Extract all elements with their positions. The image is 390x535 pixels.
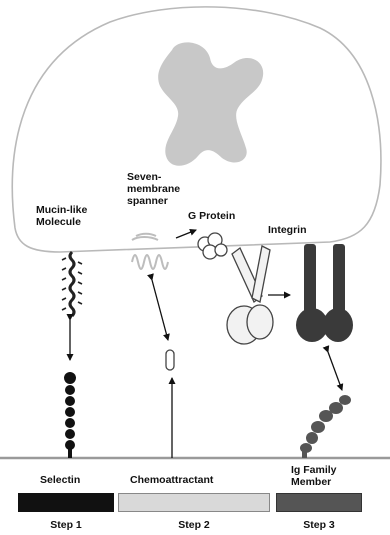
mucin-like-molecule — [62, 252, 82, 316]
selectin-molecule — [64, 372, 76, 458]
integrin-active — [296, 244, 353, 342]
label-seven-membrane-spanner: Seven- membrane spanner — [127, 171, 180, 207]
step-2-bar — [118, 493, 270, 512]
step-3-label: Step 3 — [276, 519, 362, 531]
step-1-bar — [18, 493, 114, 512]
chemoattractant-molecule — [166, 350, 174, 370]
integrin-ig-arrow — [328, 352, 342, 390]
spanner-chemoattractant-arrow — [152, 280, 168, 340]
step-1-label: Step 1 — [18, 519, 114, 531]
ig-family-molecule — [300, 395, 351, 458]
step-3-bar — [276, 493, 362, 512]
label-integrin: Integrin — [268, 224, 307, 236]
label-mucin-like-molecule: Mucin-like Molecule — [36, 204, 87, 228]
label-g-protein: G Protein — [188, 210, 235, 222]
label-chemoattractant: Chemoattractant — [130, 474, 213, 486]
label-ig-family-member: Ig Family Member — [291, 464, 337, 488]
integrin-inactive — [227, 246, 273, 344]
step-2-label: Step 2 — [118, 519, 270, 531]
label-selectin: Selectin — [40, 474, 80, 486]
